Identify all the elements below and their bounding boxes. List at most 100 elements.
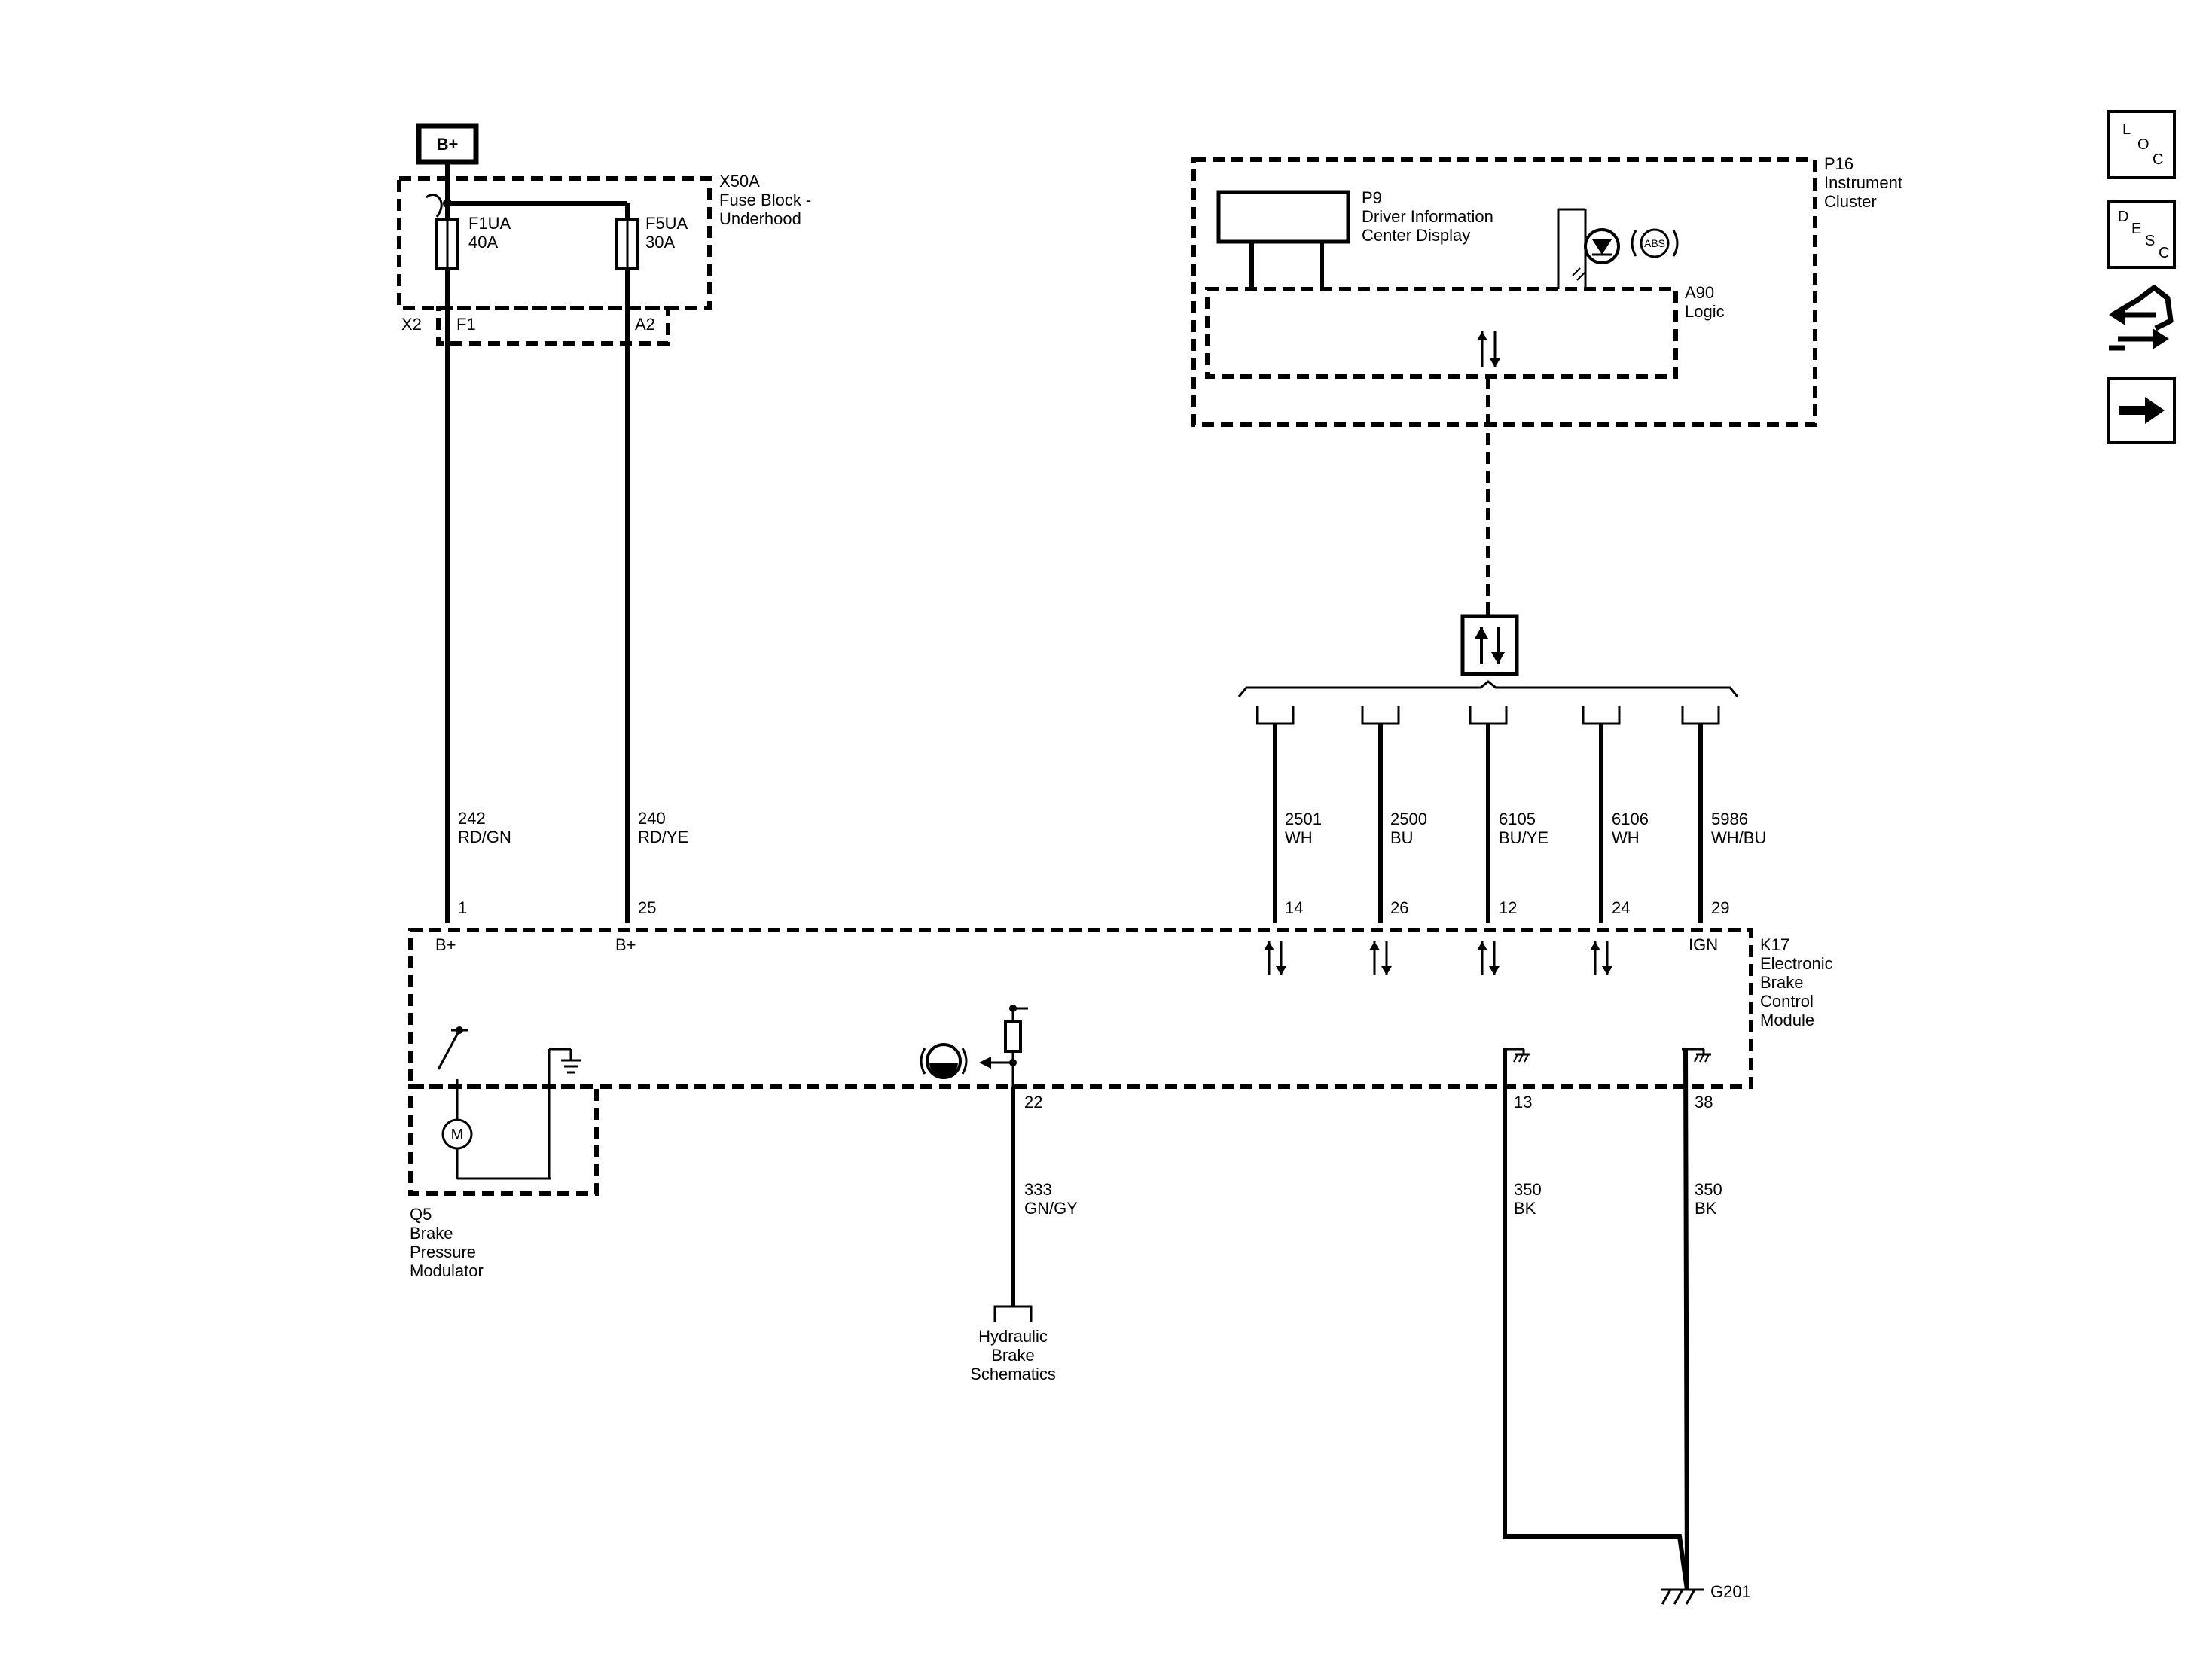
- display-desc2: Center Display: [1362, 226, 1470, 245]
- hydraulic-ref-line3[interactable]: Schematics: [970, 1365, 1056, 1383]
- ebcm-module: K17 Electronic Brake Control Module: [408, 928, 1833, 1179]
- cluster-name: P16: [1824, 154, 1854, 173]
- wire-333-color: GN/GY: [1024, 1199, 1078, 1218]
- wire-350b-circuit: 350: [1695, 1180, 1722, 1199]
- loc-icon[interactable]: L O C: [2107, 110, 2176, 179]
- wire-242-circuit: 242: [458, 809, 486, 828]
- modulator-name: Q5: [410, 1205, 432, 1224]
- svg-text:C: C: [2159, 245, 2169, 261]
- wire-2501-circuit: 2501: [1285, 810, 1322, 828]
- ebcm-desc3: Control: [1760, 992, 1814, 1011]
- brake-fluid-icon: [920, 1043, 968, 1079]
- connector-f1: F1: [456, 315, 476, 334]
- modulator-desc3: Modulator: [410, 1261, 484, 1280]
- wire-6105-color: BU/YE: [1499, 828, 1548, 847]
- ground-g201-label: G201: [1710, 1582, 1751, 1601]
- pin-24: 24: [1612, 898, 1630, 917]
- svg-text:B+: B+: [437, 135, 459, 154]
- modulator-desc2: Pressure: [410, 1243, 476, 1261]
- b-plus-source: B+: [416, 123, 479, 165]
- internal-ground-icon: [548, 1048, 581, 1179]
- logic-desc: Logic: [1685, 302, 1725, 321]
- wire-350b-color: BK: [1695, 1199, 1717, 1218]
- ebcm-desc1: Electronic: [1760, 954, 1833, 973]
- hydraulic-ref-line1[interactable]: Hydraulic: [978, 1327, 1048, 1346]
- svg-text:O: O: [2137, 136, 2149, 153]
- pin-1: 1: [458, 898, 467, 917]
- logic-bidirectional-icon: [1477, 331, 1500, 367]
- connector-x2: X2: [401, 315, 422, 334]
- brake-pressure-modulator: M Q5 Brake Pressure Modulator: [408, 1084, 599, 1280]
- pin-25-label: B+: [615, 935, 636, 954]
- serial-data-wires: [1256, 706, 1720, 923]
- svg-text:C: C: [2153, 151, 2163, 168]
- wire-5986-circuit: 5986: [1711, 810, 1748, 828]
- fuse-f5ua-name: F5UA: [645, 214, 688, 233]
- hydraulic-ref-connector: [993, 1305, 1033, 1322]
- wire-242-color: RD/GN: [458, 828, 511, 846]
- abs-lamp-label: ABS: [1644, 237, 1665, 249]
- pin-13: 13: [1514, 1093, 1532, 1112]
- ebcm-name: K17: [1760, 935, 1789, 954]
- fuse-f5ua-rating: 30A: [645, 233, 675, 252]
- modulator-desc1: Brake: [410, 1224, 453, 1243]
- fuse-f1ua-rating: 40A: [468, 233, 498, 252]
- wire-6106-circuit: 6106: [1612, 810, 1649, 828]
- svg-text:E: E: [2131, 221, 2141, 237]
- pin-29: 29: [1711, 898, 1729, 917]
- pin-12-bidirectional-icon: [1477, 941, 1500, 975]
- wire-240-circuit: 240: [638, 809, 666, 828]
- wire-2500-circuit: 2500: [1390, 810, 1427, 828]
- ebcm-desc4: Module: [1760, 1011, 1814, 1029]
- wire-333-circuit: 333: [1024, 1180, 1052, 1199]
- ground-g201-icon: [1661, 1588, 1704, 1605]
- pin-38-ground-icon: [1682, 1048, 1711, 1063]
- abs-warning-icon: [1640, 228, 1670, 258]
- pin-24-bidirectional-icon: [1590, 941, 1612, 975]
- logic-name: A90: [1685, 283, 1714, 302]
- wire-2501-color: WH: [1285, 828, 1313, 847]
- wire-240-color: RD/YE: [638, 828, 688, 846]
- motor-label: M: [451, 1127, 464, 1143]
- pin-14: 14: [1285, 898, 1303, 917]
- wire-6106-color: WH: [1612, 828, 1640, 847]
- pin-12: 12: [1499, 898, 1517, 917]
- serial-data-icon: [1460, 614, 1519, 676]
- pin-22: 22: [1024, 1093, 1042, 1112]
- motor-relay-switch: [437, 1026, 468, 1121]
- connector-icon[interactable]: [2109, 285, 2174, 351]
- abs-lamp: ABS: [1557, 208, 1679, 289]
- cluster-desc2: Cluster: [1824, 192, 1877, 211]
- dic-display: [1216, 190, 1350, 244]
- svg-text:D: D: [2118, 209, 2128, 225]
- brake-fluid-sensor: [979, 1005, 1028, 1087]
- fuse-block-desc1: Fuse Block -: [719, 191, 811, 209]
- wire-5986-color: WH/BU: [1711, 828, 1766, 847]
- fuse-block-desc2: Underhood: [719, 209, 801, 228]
- pin-38: 38: [1695, 1093, 1713, 1112]
- wire-350a-circuit: 350: [1514, 1180, 1542, 1199]
- instrument-cluster: P16 Instrument Cluster P9 Driver Informa…: [1191, 154, 1902, 427]
- next-arrow-icon[interactable]: [2107, 377, 2176, 444]
- pin-29-label: IGN: [1689, 935, 1718, 954]
- ebcm-desc2: Brake: [1760, 973, 1803, 992]
- pin-26-bidirectional-icon: [1369, 941, 1392, 975]
- pin-14-bidirectional-icon: [1264, 941, 1286, 975]
- pin-25: 25: [638, 898, 656, 917]
- pin-26: 26: [1390, 898, 1408, 917]
- svg-text:L: L: [2122, 121, 2131, 138]
- fuse-f1ua-name: F1UA: [468, 214, 511, 233]
- wire-2500-color: BU: [1390, 828, 1414, 847]
- cluster-desc1: Instrument: [1824, 173, 1902, 192]
- hydraulic-ref-line2[interactable]: Brake: [991, 1346, 1034, 1365]
- display-name: P9: [1362, 188, 1382, 207]
- desc-icon[interactable]: D E S C: [2107, 200, 2176, 269]
- display-desc1: Driver Information: [1362, 207, 1493, 226]
- fuse-block: F1UA 40A F5UA 30A X50A Fuse Block - Unde…: [397, 172, 811, 923]
- data-bus-brace: [1237, 680, 1739, 697]
- wire-350a-color: BK: [1514, 1199, 1536, 1218]
- fuse-block-name: X50A: [719, 172, 760, 191]
- svg-text:S: S: [2145, 233, 2155, 249]
- pin-1-label: B+: [435, 935, 456, 954]
